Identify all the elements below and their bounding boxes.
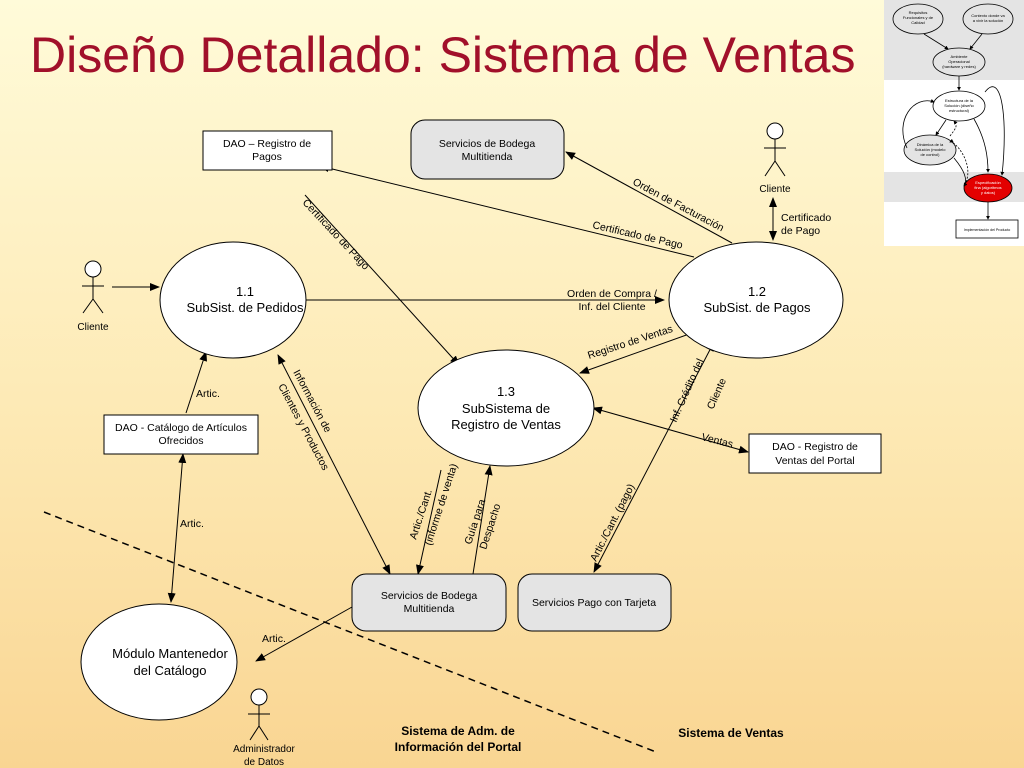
process-1-2-number: 1.2 [748,284,766,299]
label-certificado-cliente-2: de Pago [781,225,820,237]
thumb-node-1: Requisitos [909,10,928,15]
thumb-node-5: Dinámica de la [917,142,944,147]
process-1-3[interactable]: 1.3 SubSistema de Registro de Ventas [417,349,595,467]
bodega-top-line2: Multitienda [462,151,513,163]
boundary-portal-line1: Sistema de Adm. de [401,724,515,738]
actor-cliente-left [82,260,104,314]
svg-text:y datos): y datos) [981,190,996,195]
svg-text:a vivir la solución: a vivir la solución [973,18,1003,23]
service-pago-tarjeta[interactable]: Servicios Pago con Tarjeta [517,573,672,632]
dao-catalogo-line1: DAO - Catálogo de Artículos [115,422,247,434]
mantenedor-line1: Módulo Mantenedor [112,646,228,661]
boundary-portal-line2: Información del Portal [395,740,522,754]
flow-informacion-clientes [277,354,391,575]
svg-text:Solución (modelo: Solución (modelo [915,147,947,152]
label-inf-credito-2: Cliente [705,376,729,411]
thumbnail-diagram: Requisitos Funcionales y de Calidad Cont… [884,0,1024,239]
flow-inf-credito [593,341,715,573]
cliente-right-label: Cliente [759,184,791,195]
flow-certificado-pago-diag [304,194,460,366]
process-1-3-name-line2: Registro de Ventas [451,417,561,432]
dao-pagos-line1: DAO – Registro de [223,138,311,150]
flow-artic-mantenedor [167,453,187,603]
service-bodega-bottom[interactable]: Servicios de Bodega Multitienda [351,573,507,632]
process-1-2[interactable]: 1.2 SubSist. de Pagos [668,241,844,359]
process-1-1-name: SubSist. de Pedidos [186,300,304,315]
process-1-3-number: 1.3 [497,384,515,399]
label-certificado-cliente-1: Certificado [781,212,831,224]
svg-text:(hardware y redes): (hardware y redes) [942,64,976,69]
boundary-ventas: Sistema de Ventas [678,726,784,740]
pago-tarjeta-label: Servicios Pago con Tarjeta [532,597,656,609]
methodology-thumbnail: Requisitos Funcionales y de Calidad Cont… [884,0,1024,246]
svg-text:de control): de control) [921,152,941,157]
dao-pagos-line2: Pagos [252,151,282,163]
dao-ventas-line1: DAO - Registro de [772,441,858,453]
admin-label-line2: de Datos [244,757,284,768]
bodega-bottom-line1: Servicios de Bodega [381,590,477,602]
svg-text:estructural): estructural) [949,108,970,113]
flow-artic-bodega-mantenedor [255,606,353,662]
actor-cliente-right [764,122,786,177]
process-1-3-name-line1: SubSistema de [462,401,550,416]
process-1-1-number: 1.1 [236,284,254,299]
actor-administrador [248,688,270,741]
label-orden-facturacion: Orden de Facturación [631,176,726,234]
process-1-1[interactable]: 1.1 SubSist. de Pedidos [159,241,307,359]
svg-text:Funcionales y de: Funcionales y de [903,15,934,20]
admin-label-line1: Administrador [233,744,295,755]
label-registro-ventas: Registro de Ventas [586,323,674,362]
svg-text:Calidad: Calidad [911,20,925,25]
flow-orden-facturacion [565,151,733,244]
store-dao-pagos[interactable]: DAO – Registro de Pagos [202,130,333,171]
thumb-node-3: Ambiente [951,54,969,59]
label-artic-2: Artic. [180,518,204,530]
flow-artic-catalogo [185,351,207,414]
svg-text:Operacional: Operacional [948,59,970,64]
store-dao-catalogo[interactable]: DAO - Catálogo de Artículos Ofrecidos [103,414,259,455]
dao-ventas-line2: Ventas del Portal [775,455,854,467]
bodega-bottom-line2: Multitienda [404,603,455,615]
process-1-2-name: SubSist. de Pagos [704,300,811,315]
svg-text:fina (algoritmos: fina (algoritmos [974,185,1001,190]
label-artic-3: Artic. [262,633,286,645]
service-bodega-top[interactable]: Servicios de Bodega Multitienda [410,119,565,180]
thumb-node-4: Estructura de la [945,98,974,103]
label-ventas: Ventas [700,431,734,450]
thumb-node-2: Contexto donde va [971,13,1005,18]
label-artic-pago: Artic./Cant. (pago) [588,482,637,563]
label-orden-compra-1: Orden de Compra / [567,288,657,300]
label-certificado-pago-diag: Certificado de Pago [300,197,372,273]
cliente-left-label: Cliente [77,322,109,333]
svg-text:Solución (diseño: Solución (diseño [944,103,974,108]
label-artic-1: Artic. [196,388,220,400]
flow-certificado-pago-top [319,164,695,258]
flow-artic-cant-informe [416,469,442,575]
bodega-top-line1: Servicios de Bodega [439,138,535,150]
flow-guia-despacho [472,465,493,575]
dao-catalogo-line2: Ofrecidos [159,435,204,447]
system-boundary-line [43,511,657,753]
store-dao-ventas[interactable]: DAO - Registro de Ventas del Portal [748,433,882,474]
thumb-node-6: Especificación [975,180,1001,185]
label-inf-credito-1: Inf. Crédito del [668,357,707,424]
label-orden-compra-2: Inf. del Cliente [578,301,645,313]
slide-title: Diseño Detallado: Sistema de Ventas [30,27,856,83]
thumb-node-7: Implementación del Producto [964,228,1011,232]
process-mantenedor[interactable]: Módulo Mantenedor del Catálogo [80,603,238,721]
mantenedor-line2: del Catálogo [134,663,207,678]
